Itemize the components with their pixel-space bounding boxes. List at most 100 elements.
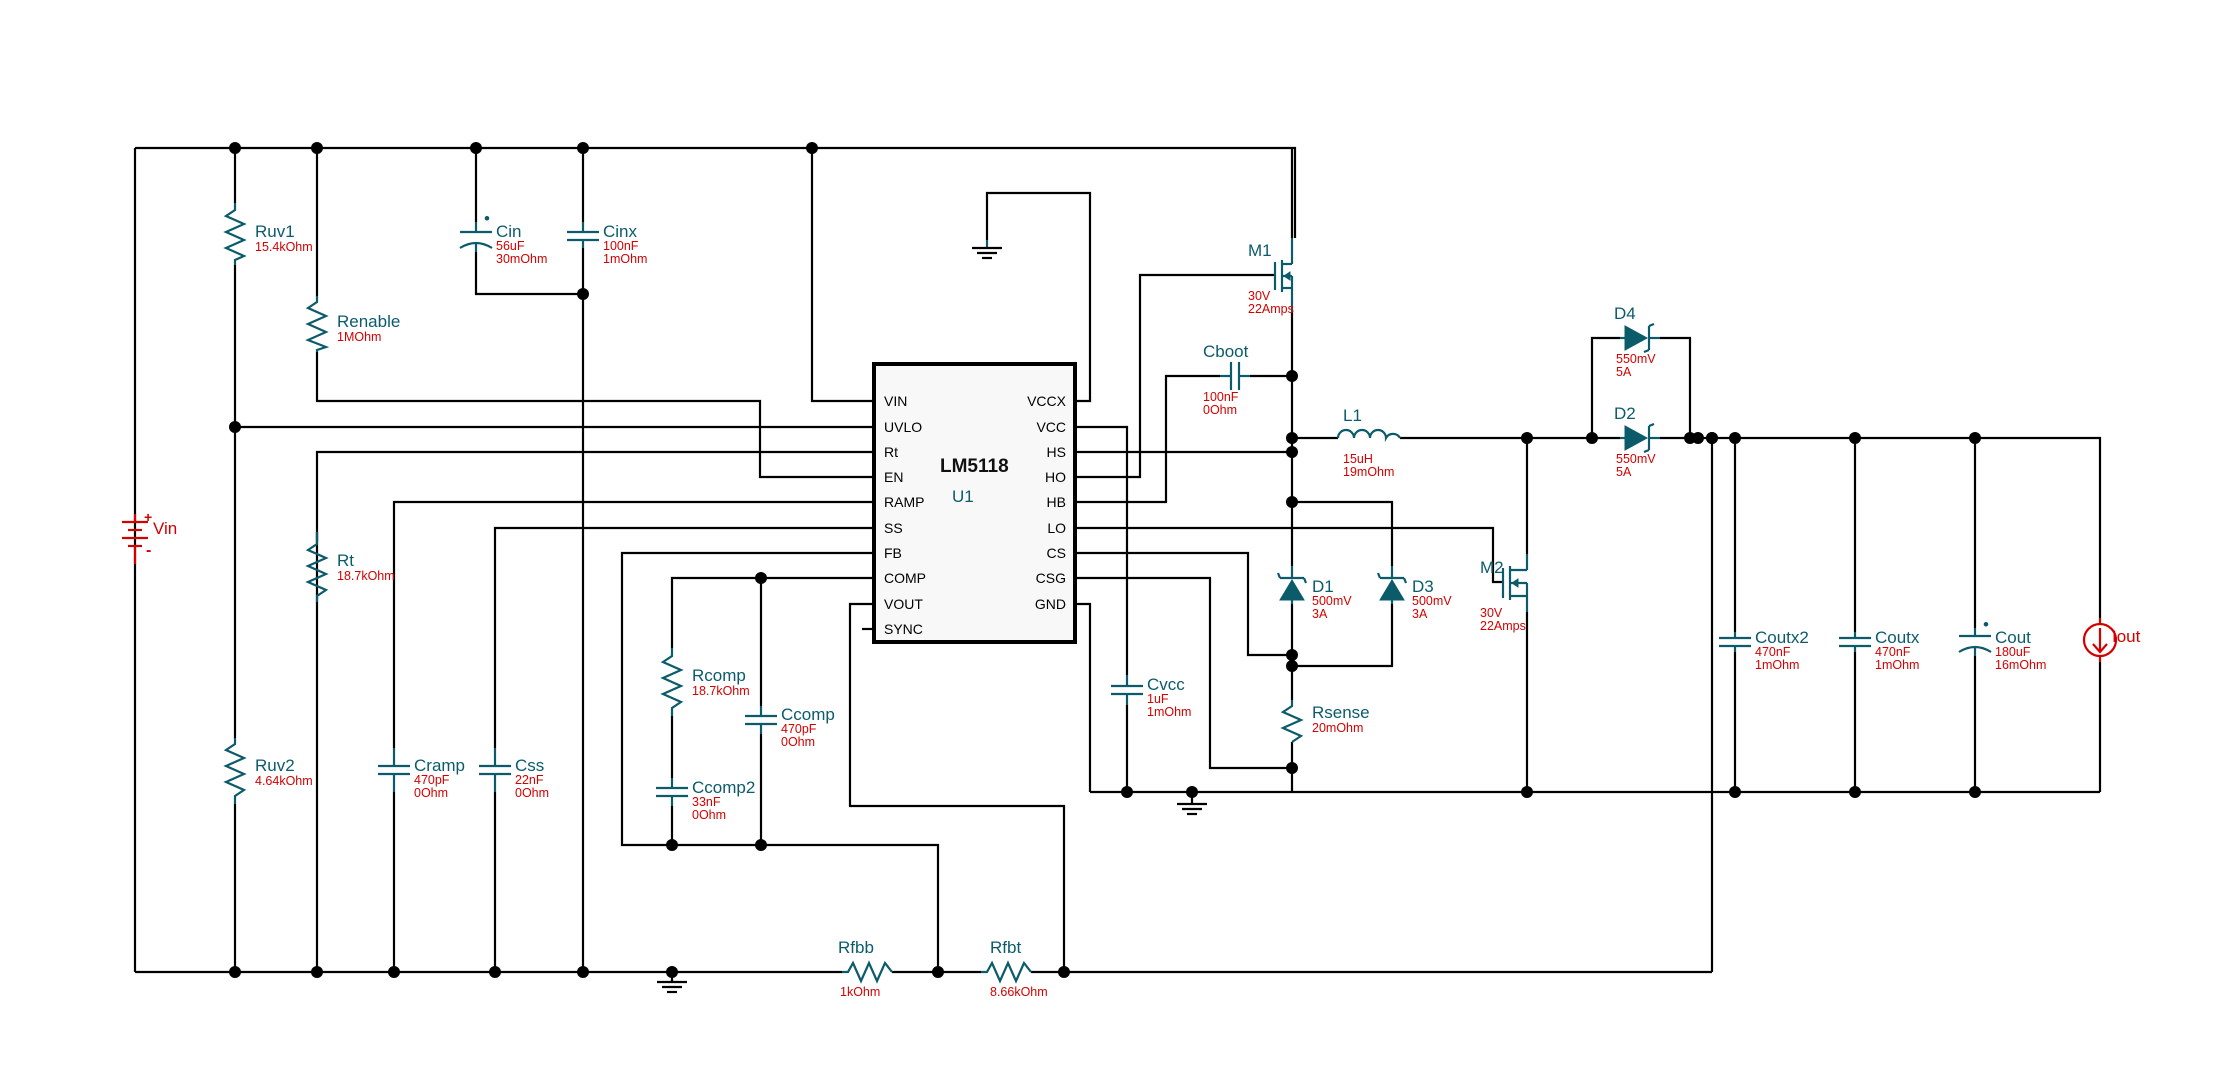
junction-dot: [1706, 432, 1718, 444]
pin-label: LO: [1047, 520, 1066, 536]
junction-dot: [1586, 432, 1598, 444]
capacitor-coutx2[interactable]: Coutx2 470nF 1mOhm: [1719, 628, 1809, 672]
component-value: 470pF: [414, 773, 450, 787]
ground-symbol: [972, 240, 1002, 260]
capacitor-coutx[interactable]: Coutx 470nF 1mOhm: [1839, 628, 1920, 672]
pin-label: EN: [884, 469, 903, 485]
component-value: 550mV: [1616, 352, 1656, 366]
ic-body: [872, 362, 1077, 644]
mosfet-m2[interactable]: M2 30V 22Amps: [1480, 554, 1529, 633]
component-ref: Ruv2: [255, 756, 295, 775]
component-ref: D3: [1412, 577, 1434, 596]
pin-label: RAMP: [884, 494, 924, 510]
component-value: 5A: [1616, 465, 1632, 479]
component-value: 1mOhm: [1875, 658, 1919, 672]
capacitor-cramp[interactable]: Cramp 470pF 0Ohm: [378, 748, 465, 800]
diode-d2[interactable]: D2 550mV 5A: [1614, 404, 1660, 479]
pin-label: HB: [1047, 494, 1066, 510]
capacitor-cout[interactable]: • Cout 180uF 16mOhm: [1958, 615, 2046, 672]
component-ref: Cvcc: [1147, 675, 1185, 694]
mosfet-m1[interactable]: M1 30V 22Amps: [1248, 238, 1294, 316]
pin-label: GND: [1035, 596, 1066, 612]
junction-dot: [489, 966, 501, 978]
component-value: 470nF: [1875, 645, 1911, 659]
component-value: 4.64kOhm: [255, 774, 313, 788]
resistor-ruv2[interactable]: Ruv2 4.64kOhm: [223, 738, 313, 804]
capacitor-cinx[interactable]: Cinx 100nF 1mOhm: [567, 222, 647, 266]
pin-label: FB: [884, 545, 902, 561]
component-ref: Rsense: [1312, 703, 1370, 722]
junction-dot: [311, 142, 323, 154]
component-ref: Ccomp2: [692, 778, 755, 797]
pin-label: SS: [884, 520, 903, 536]
component-value: 8.66kOhm: [990, 985, 1048, 999]
resistor-rfbb[interactable]: Rfbb 1kOhm: [838, 938, 893, 999]
component-value: 470pF: [781, 722, 817, 736]
component-ref: Cin: [496, 222, 522, 241]
diode-d4[interactable]: D4 550mV 5A: [1614, 304, 1660, 379]
capacitor-css[interactable]: Css 22nF 0Ohm: [479, 748, 549, 800]
junction-dot: [1849, 786, 1861, 798]
resistor-rcomp[interactable]: Rcomp 18.7kOhm: [660, 648, 750, 716]
junction-dot: [1121, 786, 1133, 798]
pin-label: VCCX: [1027, 393, 1067, 409]
junction-dot: [1058, 966, 1070, 978]
junction-dot: [1286, 660, 1298, 672]
component-ref: Rcomp: [692, 666, 746, 685]
component-value: 16mOhm: [1995, 658, 2046, 672]
component-value: 0Ohm: [414, 786, 448, 800]
component-value: 30V: [1480, 606, 1503, 620]
component-value: 56uF: [496, 239, 525, 253]
component-ref: Ccomp: [781, 705, 835, 724]
resistor-rsense[interactable]: Rsense 20mOhm: [1280, 700, 1370, 743]
junction-dot: [1849, 432, 1861, 444]
component-value: 30mOhm: [496, 252, 547, 266]
resistor-rfbt[interactable]: Rfbt 8.66kOhm: [981, 938, 1048, 999]
capacitor-ccomp2[interactable]: Ccomp2 33nF 0Ohm: [656, 778, 755, 822]
ic-lm5118[interactable]: LM5118 U1 VIN UVLO Rt EN RAMP SS FB COMP…: [872, 362, 1077, 644]
component-ref: Cinx: [603, 222, 638, 241]
junction-dot: [932, 966, 944, 978]
polarity-mark: •: [484, 209, 490, 228]
inductor-l1[interactable]: L1 15uH 19mOhm: [1336, 406, 1401, 479]
component-value: 15uH: [1343, 452, 1373, 466]
capacitor-cboot[interactable]: Cboot 100nF 0Ohm: [1203, 342, 1250, 417]
component-ref: D1: [1312, 577, 1334, 596]
component-ref: Cramp: [414, 756, 465, 775]
resistor-ruv1[interactable]: Ruv1 15.4kOhm: [223, 203, 313, 265]
pin-label: COMP: [884, 570, 926, 586]
component-ref: D2: [1614, 404, 1636, 423]
junction-dot: [1969, 786, 1981, 798]
capacitor-ccomp[interactable]: Ccomp 470pF 0Ohm: [745, 705, 835, 749]
capacitor-cin[interactable]: • Cin 56uF 30mOhm: [459, 209, 547, 266]
junction-dot: [1286, 370, 1298, 382]
component-ref: L1: [1343, 406, 1362, 425]
junction-dot: [229, 966, 241, 978]
pin-label: VIN: [884, 393, 907, 409]
junction-dot: [1286, 446, 1298, 458]
junction-dot: [806, 142, 818, 154]
junction-dot: [1729, 432, 1741, 444]
current-source-iout[interactable]: Iout: [2082, 618, 2141, 662]
component-ref: Ruv1: [255, 222, 295, 241]
component-value: 5A: [1616, 365, 1632, 379]
minus-mark: -: [146, 542, 151, 559]
diode-d3[interactable]: D3 500mV 3A: [1376, 566, 1452, 621]
component-value: 19mOhm: [1343, 465, 1394, 479]
component-value: 1kOhm: [840, 985, 880, 999]
component-value: 1mOhm: [603, 252, 647, 266]
resistor-renable[interactable]: Renable 1MOhm: [305, 296, 400, 352]
component-value: 100nF: [603, 239, 639, 253]
component-value: 22Amps: [1248, 302, 1294, 316]
component-value: 180uF: [1995, 645, 2031, 659]
junction-dot: [577, 142, 589, 154]
component-ref: Cboot: [1203, 342, 1249, 361]
component-value: 500mV: [1412, 594, 1452, 608]
capacitor-cvcc[interactable]: Cvcc 1uF 1mOhm: [1111, 675, 1191, 719]
battery-vin[interactable]: + - Vin: [122, 509, 177, 564]
junction-dot: [1729, 786, 1741, 798]
resistor-rt[interactable]: Rt 18.7kOhm: [305, 532, 395, 602]
diode-d1[interactable]: D1 500mV 3A: [1276, 566, 1352, 621]
component-value: 0Ohm: [692, 808, 726, 822]
component-ref: M1: [1248, 241, 1272, 260]
